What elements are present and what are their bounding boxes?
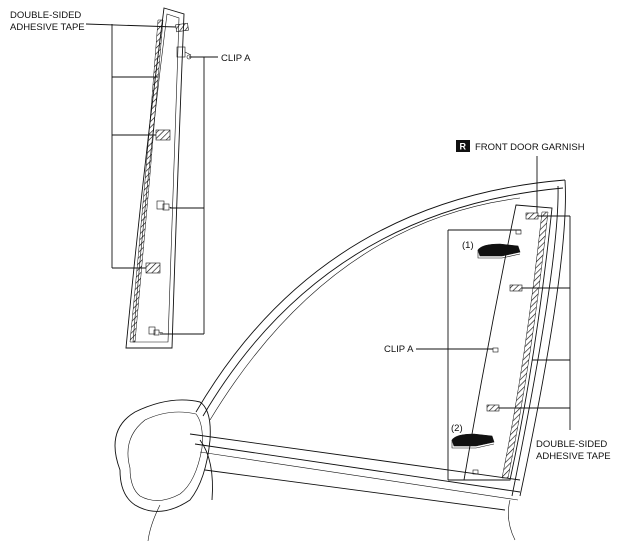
pad-2 bbox=[451, 433, 495, 449]
garnish-installed-right bbox=[463, 204, 553, 481]
tape-pad-r3 bbox=[486, 404, 500, 412]
leaders-clip-top bbox=[160, 56, 218, 335]
number-label-1: (1) bbox=[462, 240, 474, 251]
tape-pad-r1 bbox=[525, 212, 539, 220]
clip-icon-r2 bbox=[492, 347, 499, 353]
garnish-detail-left bbox=[125, 7, 192, 349]
clip-icon-r3 bbox=[472, 469, 479, 475]
number-label-2: (2) bbox=[451, 423, 463, 434]
door-frame bbox=[189, 179, 566, 541]
tape-label-bottom-right-line2: ADHESIVE TAPE bbox=[536, 451, 611, 462]
tape-pad-top bbox=[175, 22, 189, 33]
tape-strip-left bbox=[129, 19, 164, 343]
clip-icon-r1 bbox=[515, 229, 522, 235]
leaders-tape-left bbox=[85, 23, 177, 269]
side-mirror bbox=[114, 399, 213, 541]
clip-a-label-right: CLIP A bbox=[384, 344, 414, 355]
clip-icon-mid bbox=[156, 200, 174, 211]
tape-strip-right bbox=[501, 211, 549, 479]
pad-1 bbox=[477, 243, 521, 259]
r-badge-letter: R bbox=[460, 142, 467, 152]
front-door-garnish-label: FRONT DOOR GARNISH bbox=[475, 142, 585, 153]
clip-a-label-top: CLIP A bbox=[221, 53, 251, 64]
tape-label-top-left-line2: ADHESIVE TAPE bbox=[10, 22, 85, 33]
tape-label-bottom-right-line1: DOUBLE-SIDED bbox=[536, 439, 607, 450]
leaders-right bbox=[416, 156, 571, 430]
clip-a-icon-top bbox=[176, 46, 192, 60]
tape-pad-r2 bbox=[509, 284, 523, 292]
tape-label-top-left-line1: DOUBLE-SIDED bbox=[10, 10, 81, 21]
garnish-outline-right bbox=[463, 204, 553, 481]
r-badge-box bbox=[456, 140, 470, 152]
tape-pad-mid bbox=[155, 129, 171, 141]
clip-icon-low bbox=[148, 326, 164, 336]
tape-pad-low bbox=[145, 262, 161, 274]
detail-frame-right bbox=[447, 229, 521, 481]
